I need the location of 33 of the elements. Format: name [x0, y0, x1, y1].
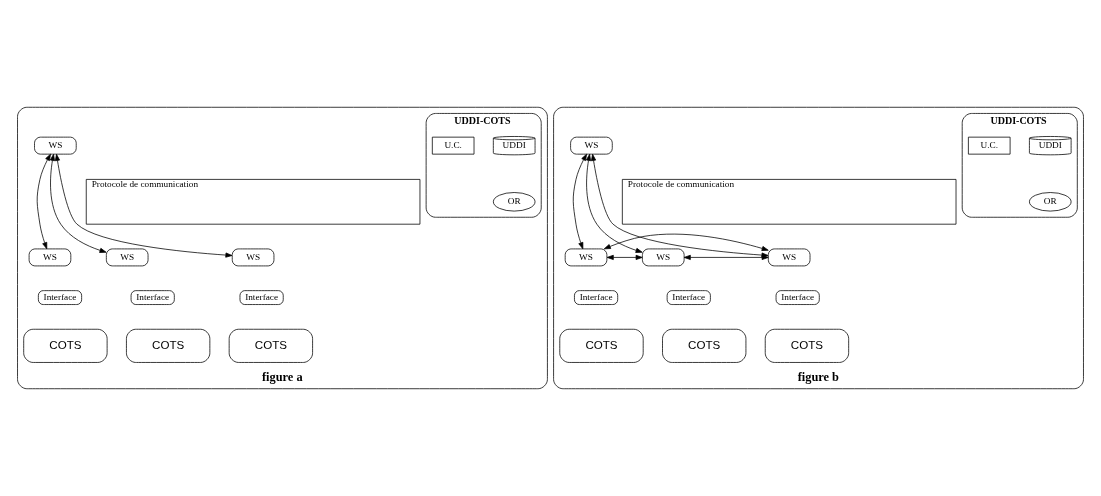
node-box: Interface — [239, 290, 284, 305]
node-box: WS — [570, 136, 613, 155]
arrow — [586, 153, 643, 253]
node-box: COTS — [23, 328, 108, 363]
node-box: COTS — [126, 328, 211, 363]
node-box: Interface — [130, 290, 175, 305]
node-box: Interface — [666, 290, 711, 305]
node-ellipse: OR — [492, 192, 536, 212]
node-box: COTS — [662, 328, 747, 363]
arrow — [54, 153, 233, 258]
node-box: WS — [564, 248, 608, 267]
node-box: COTS — [764, 328, 850, 363]
node-box: WS — [231, 248, 275, 267]
node-box: WS — [642, 248, 685, 267]
node-box: Interface — [775, 290, 820, 305]
arrow — [603, 233, 769, 251]
arrow — [36, 153, 51, 250]
node-ellipse: OR — [1029, 192, 1072, 212]
node-box: Interface — [38, 290, 82, 305]
node-box: U.C. — [968, 136, 1011, 155]
node-box: WS — [105, 248, 149, 267]
node-box: Protocole de communication — [621, 179, 957, 225]
node-box: Protocole de communication — [85, 179, 421, 225]
node-box: WS — [28, 248, 72, 267]
node-box: COTS — [559, 328, 644, 363]
arrow — [606, 254, 643, 260]
node-box: WS — [34, 136, 77, 155]
node-box: Interface — [574, 290, 619, 305]
arrow — [572, 153, 587, 250]
node-box: U.C. — [431, 136, 475, 155]
node-box: COTS — [228, 328, 313, 363]
node-box: WS — [767, 248, 811, 267]
arrow — [49, 153, 107, 253]
